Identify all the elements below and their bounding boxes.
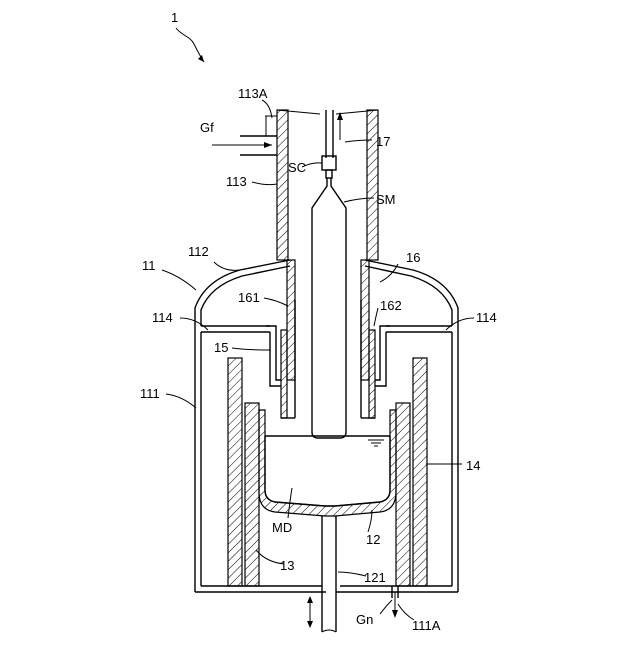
crucible-holder-13-right: [396, 403, 410, 586]
label-gn: Gn: [356, 612, 373, 627]
crucible-holder-13-left: [245, 403, 259, 586]
seed-chuck-sc: [322, 156, 336, 178]
label-161: 161: [238, 290, 260, 305]
label-sc: SC: [288, 160, 306, 175]
label-11: 11: [142, 258, 156, 273]
label-113: 113: [226, 174, 247, 189]
exhaust-port-111A: [392, 586, 398, 618]
pull-shaft-17: [326, 110, 343, 158]
heater-14-right: [413, 358, 427, 586]
figure-arrowhead: [198, 55, 204, 62]
label-162: 162: [380, 298, 402, 313]
label-114-left: 114: [152, 310, 173, 325]
label-121: 121: [364, 570, 386, 585]
heater-14-left: [228, 358, 242, 586]
label-111A: 111A: [412, 618, 441, 633]
heat-shield-16: [281, 260, 375, 418]
label-13: 13: [280, 558, 294, 573]
crucible-shaft-121: [322, 516, 336, 632]
gas-inlet-113A: [240, 116, 277, 155]
figure-leader: [176, 28, 204, 62]
label-114-right: 114: [476, 310, 497, 325]
label-16: 16: [406, 250, 420, 265]
label-15: 15: [214, 340, 228, 355]
label-md: MD: [272, 520, 292, 535]
label-17: 17: [376, 134, 390, 149]
gas-flow-arrowhead: [264, 142, 272, 148]
label-112: 112: [188, 244, 209, 259]
single-crystal-sm: [312, 178, 346, 438]
label-gf: Gf: [200, 120, 214, 135]
upper-pipe-113: [265, 110, 378, 260]
label-14: 14: [466, 458, 480, 473]
label-sm: SM: [376, 192, 396, 207]
crucible-12: [259, 410, 396, 516]
label-12: 12: [366, 532, 380, 547]
shaft-motion-arrow: [307, 596, 313, 628]
label-113A: 113A: [238, 86, 268, 101]
figure-number: 1: [171, 10, 178, 25]
label-111: 111: [140, 386, 160, 401]
